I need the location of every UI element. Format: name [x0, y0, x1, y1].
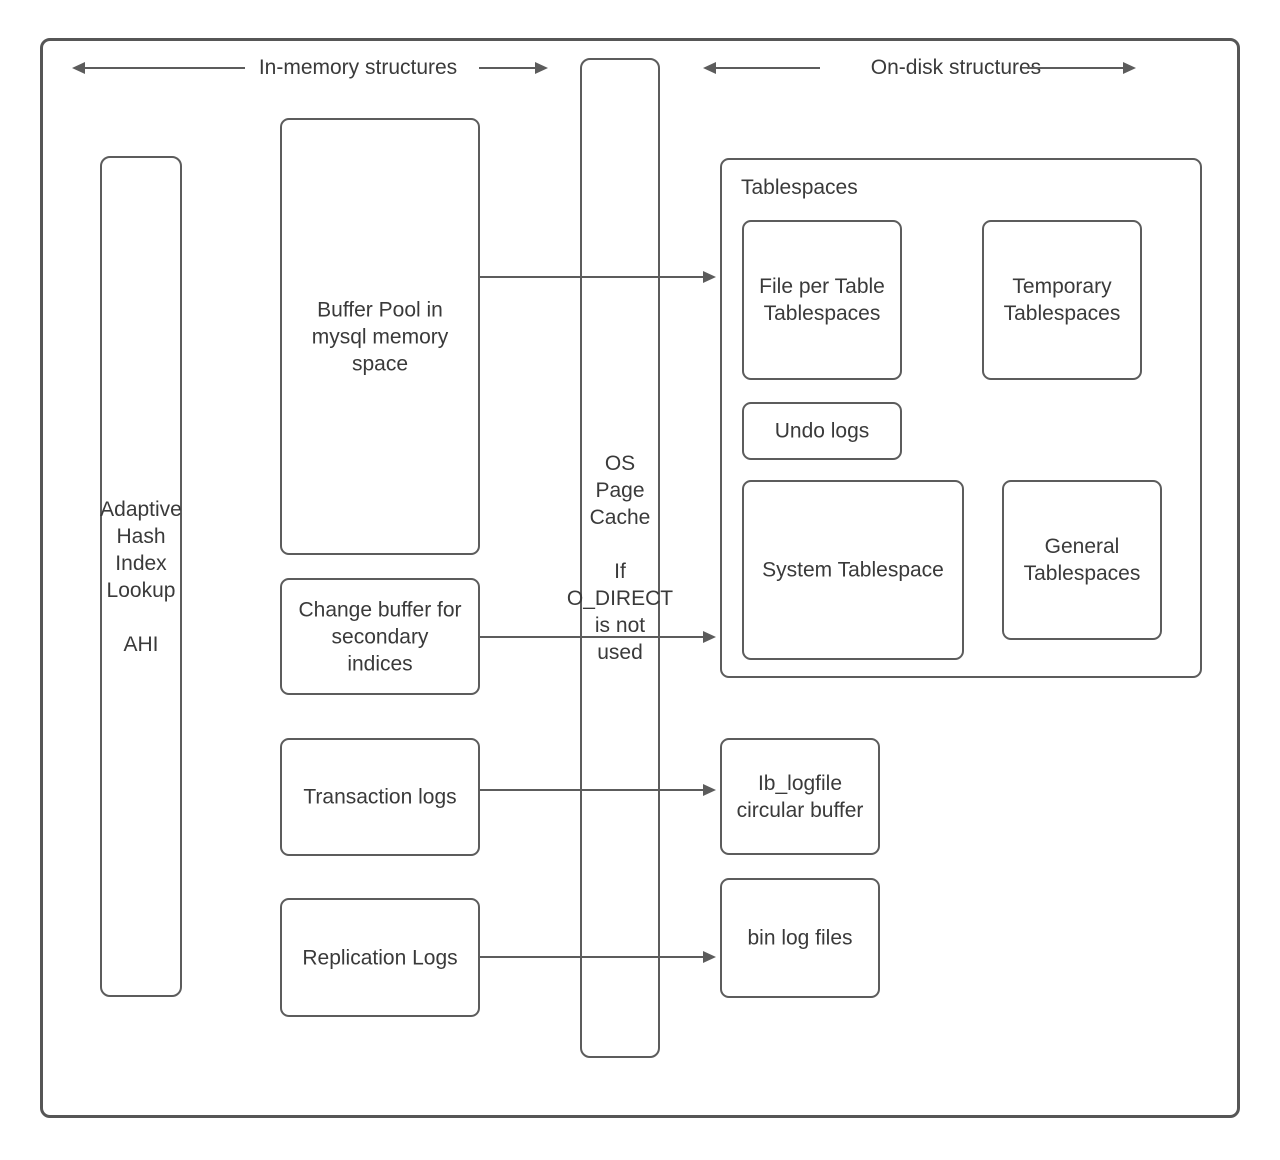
tablespaces-title: Tablespaces: [741, 176, 858, 199]
node-system-tablespace: System Tablespace: [742, 480, 964, 660]
right-arrowhead-icon: [703, 271, 716, 283]
right-arrowhead-icon: [1123, 62, 1136, 74]
node-change-buffer: Change buffer for secondary indices: [280, 578, 480, 695]
node-label: Temporary Tablespaces: [1003, 275, 1121, 325]
node-label: OS Page Cache If O_DIRECT is not used: [566, 452, 674, 664]
node-label: Change buffer for secondary indices: [298, 598, 462, 675]
arrow-replication-logs-to-bin-log-files: [480, 956, 704, 958]
on-disk-structures-label: On-disk structures: [870, 56, 1042, 79]
arrow-transaction-logs-to-ib-logfile: [480, 789, 704, 791]
right-arrowhead-icon: [703, 631, 716, 643]
node-adaptive-hash-index: Adaptive Hash Index Lookup AHI: [100, 156, 182, 997]
node-temporary-tablespaces: Temporary Tablespaces: [982, 220, 1142, 380]
node-transaction-logs: Transaction logs: [280, 738, 480, 856]
node-label: File per Table Tablespaces: [759, 275, 885, 325]
arrow-buffer-pool-to-tablespaces: [480, 276, 704, 278]
on-disk-right-arrow-line: [1027, 67, 1123, 69]
node-label: Replication Logs: [302, 946, 458, 969]
node-buffer-pool: Buffer Pool in mysql memory space: [280, 118, 480, 555]
node-label: bin log files: [747, 926, 853, 950]
arrow-change-buffer-to-system-tablespace: [480, 636, 704, 638]
right-arrowhead-icon: [703, 951, 716, 963]
node-file-per-table-tablespaces: File per Table Tablespaces: [742, 220, 902, 380]
node-replication-logs: Replication Logs: [280, 898, 480, 1017]
node-label: General Tablespaces: [1023, 535, 1141, 585]
left-arrowhead-icon: [72, 62, 85, 74]
node-label: Buffer Pool in mysql memory space: [311, 298, 449, 375]
node-undo-logs: Undo logs: [742, 402, 902, 460]
node-bin-log-files: bin log files: [720, 878, 880, 998]
on-disk-left-arrow-line: [716, 67, 820, 69]
tablespaces-container: Tablespaces File per Table Tablespaces T…: [720, 158, 1202, 678]
node-label: Transaction logs: [303, 785, 457, 809]
node-label: Ib_logfile circular buffer: [736, 771, 864, 822]
in-memory-structures-label: In-memory structures: [258, 56, 458, 79]
node-label: Undo logs: [774, 419, 870, 443]
node-label: Adaptive Hash Index Lookup AHI: [100, 497, 182, 656]
node-label: System Tablespace: [762, 558, 944, 582]
node-ib-logfile-circular-buffer: Ib_logfile circular buffer: [720, 738, 880, 855]
left-arrowhead-icon: [703, 62, 716, 74]
right-arrowhead-icon: [535, 62, 548, 74]
node-general-tablespaces: General Tablespaces: [1002, 480, 1162, 640]
right-arrowhead-icon: [703, 784, 716, 796]
in-memory-right-arrow-line: [479, 67, 535, 69]
in-memory-left-arrow-line: [85, 67, 245, 69]
node-os-page-cache: OS Page Cache If O_DIRECT is not used: [567, 58, 673, 1058]
